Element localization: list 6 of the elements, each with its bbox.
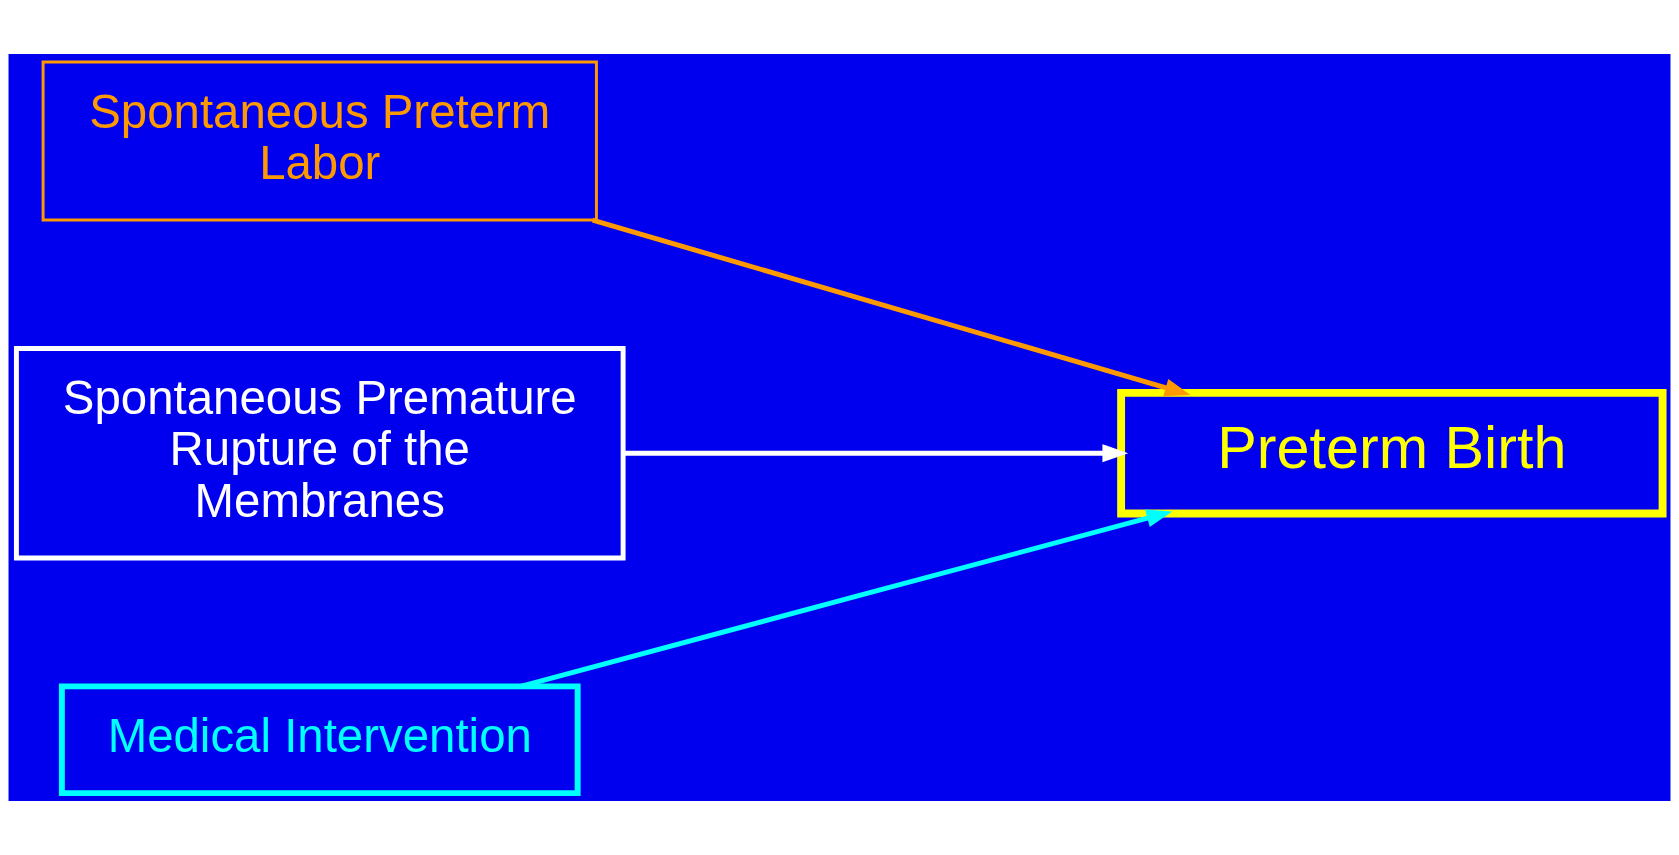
node-box: Spontaneous Preterm Labor (41, 60, 598, 222)
node-box: Medical Intervention (58, 683, 581, 797)
node-box: Preterm Birth (1117, 388, 1667, 518)
arrow (623, 444, 1129, 463)
node-box: Spontaneous Premature Rupture of the Membranes (13, 345, 626, 561)
arrow (591, 217, 1191, 397)
